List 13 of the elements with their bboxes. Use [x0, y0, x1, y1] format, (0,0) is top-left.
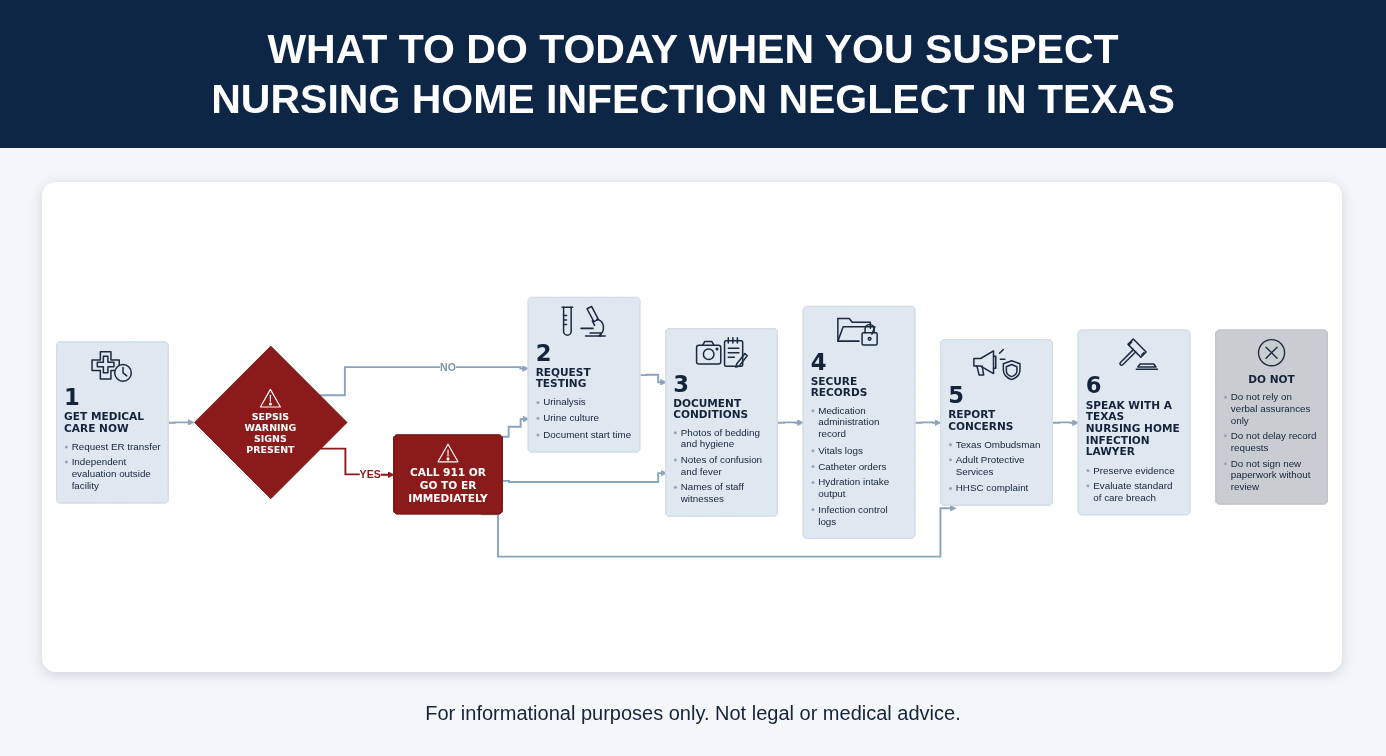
arrow	[167, 419, 195, 426]
arrow	[914, 419, 942, 427]
arrow	[639, 373, 667, 386]
arrow	[1051, 419, 1079, 427]
node-diamond	[194, 345, 348, 500]
diagram-panel: YES NO 1 GET MEDICAL CARE NOW Request ER transfer Independent evaluation outside facility SEPSIS WARNING SIGNS PRESENT CALL 911 OR GO TO ER IMMEDIATELY 2 REQUEST TESTING Urinalysis Urine culture Document start time 3 DOCUMENT CONDITIONS Photos of bedding and hygiene Notes of confusion and fever Names of staff witnesses 4 SECURE RECORDS Medication administration record Vitals logs Catheter orders Hydration intake output Infection control logs 5 REPORT CONCERNS Texas Ombudsman Adult Protective Services HHSC complaint 6 SPEAK WITH A TEXAS NURSING HOME INFECTION LAWYER Preserve evidence Evaluate standard of care breach DO NOT Do not rely on verbal assurances only Do not delay record requests Do not sign new paperwork without review	[42, 182, 1342, 672]
caption: For informational purposes only. Not legal or medical advice.	[425, 702, 961, 724]
arrow	[501, 415, 530, 438]
edge-label: YES	[359, 467, 381, 481]
arrow	[501, 469, 667, 483]
arrow	[776, 419, 804, 427]
title: WHAT TO DO TODAY WHEN YOU SUSPECT NURSING HOME INFECTION NEGLECT IN TEXAS	[210, 25, 1176, 124]
edge-label: NO	[440, 360, 456, 373]
